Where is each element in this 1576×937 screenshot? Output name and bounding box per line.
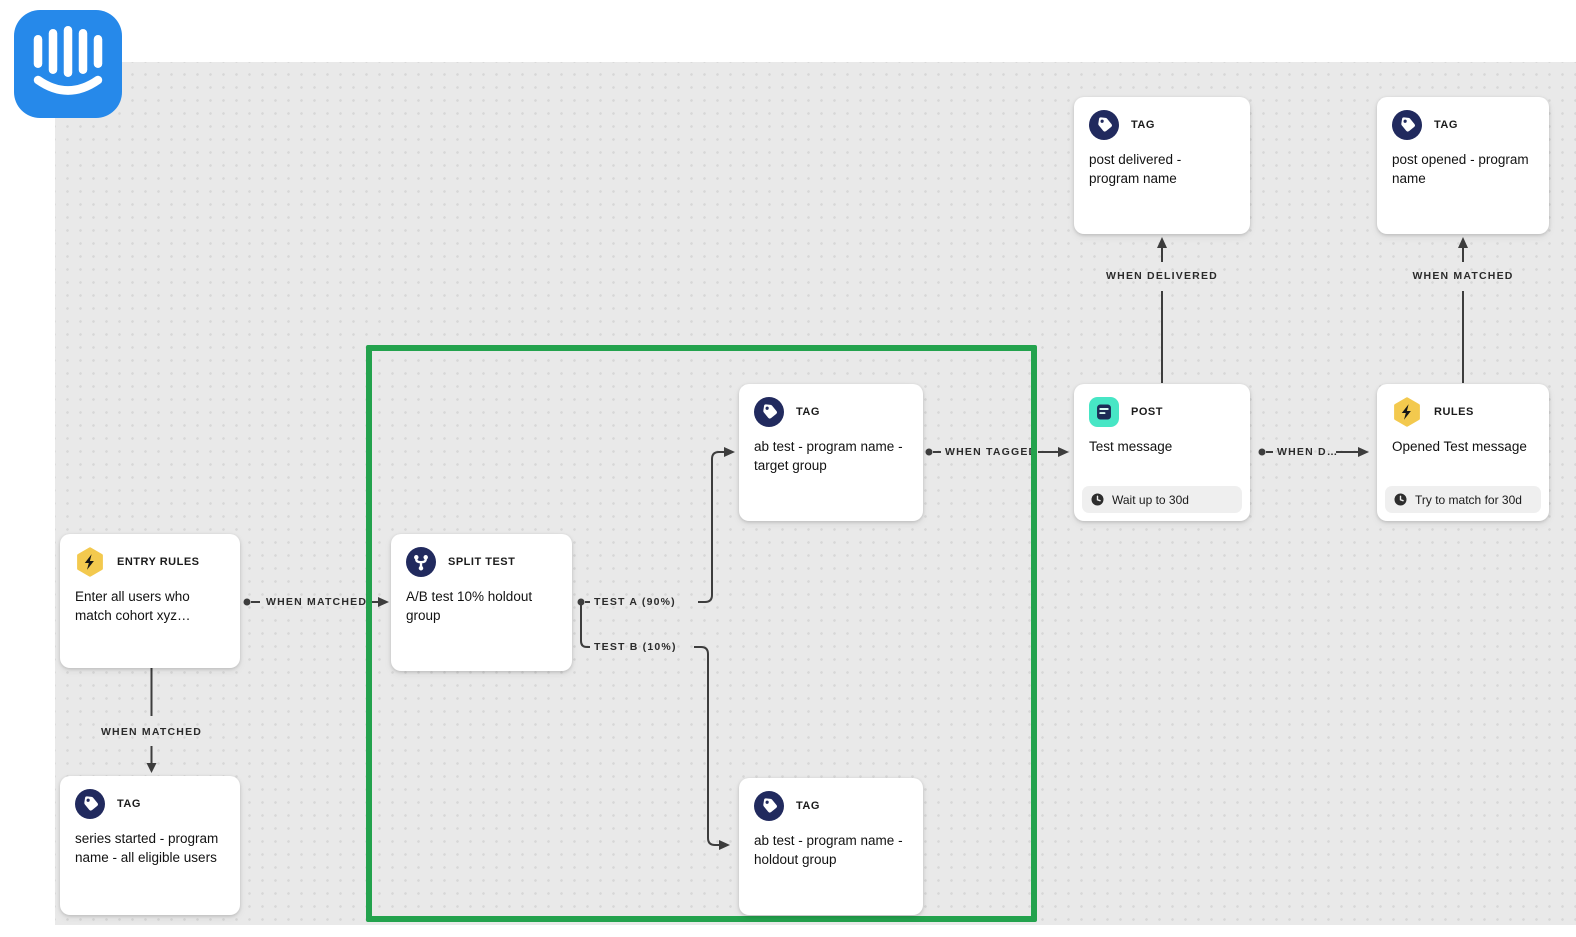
node-footer-text: Try to match for 30d [1415, 492, 1522, 507]
tag-icon [1089, 110, 1119, 140]
edge-label-when-delivered: WHEN DELIVERED [1106, 270, 1218, 282]
edge-label-when-matched-right: WHEN MATCHED [1412, 270, 1514, 282]
node-type-label: TAG [117, 798, 141, 810]
node-tag-post-delivered[interactable]: TAG post delivered - program name [1074, 97, 1250, 234]
node-header: TAG [754, 791, 908, 821]
node-body-text: post opened - program name [1392, 152, 1529, 187]
split-test-icon [406, 547, 436, 577]
node-tag-post-opened[interactable]: TAG post opened - program name [1377, 97, 1549, 234]
node-type-label: TAG [1131, 119, 1155, 131]
node-body-text: post delivered - program name [1089, 152, 1182, 187]
node-header: TAG [1392, 110, 1534, 140]
rules-hexagon-icon [1392, 397, 1422, 427]
intercom-logo[interactable] [14, 10, 122, 118]
node-split-test[interactable]: SPLIT TEST A/B test 10% holdout group [391, 534, 572, 671]
node-footer-match: Try to match for 30d [1385, 486, 1541, 513]
node-body-text: ab test - program name - holdout group [754, 833, 903, 868]
edge-label-when-matched-down: WHEN MATCHED [100, 726, 203, 738]
node-tag-target-group[interactable]: TAG ab test - program name - target grou… [739, 384, 923, 521]
node-header: RULES [1392, 397, 1534, 427]
edge-label-when-matched: WHEN MATCHED [266, 596, 368, 608]
node-rules-opened[interactable]: RULES Opened Test message Try to match f… [1377, 384, 1549, 521]
post-icon [1089, 397, 1119, 427]
node-body-text: series started - program name - all elig… [75, 831, 219, 866]
tag-icon [754, 791, 784, 821]
node-body-text: Test message [1089, 439, 1173, 454]
node-type-label: ENTRY RULES [117, 556, 200, 568]
node-header: TAG [754, 397, 908, 427]
node-header: TAG [75, 789, 225, 819]
tag-icon [1392, 110, 1422, 140]
node-body-text: A/B test 10% holdout group [406, 589, 533, 624]
node-footer-text: Wait up to 30d [1112, 492, 1189, 507]
clock-icon [1091, 493, 1104, 506]
node-type-label: SPLIT TEST [448, 556, 516, 568]
node-type-label: RULES [1434, 406, 1474, 418]
edge-label-when-d: WHEN D… [1277, 446, 1339, 458]
node-footer-wait: Wait up to 30d [1082, 486, 1242, 513]
node-type-label: TAG [1434, 119, 1458, 131]
node-body-text: ab test - program name - target group [754, 439, 903, 474]
node-header: POST [1089, 397, 1235, 427]
node-type-label: TAG [796, 800, 820, 812]
node-body-text: Opened Test message [1392, 439, 1527, 454]
node-body-text: Enter all users who match cohort xyz… [75, 589, 191, 624]
node-type-label: TAG [796, 406, 820, 418]
edge-label-test-a: TEST A (90%) [594, 596, 676, 608]
node-header: SPLIT TEST [406, 547, 557, 577]
rules-hexagon-icon [75, 547, 105, 577]
clock-icon [1394, 493, 1407, 506]
node-tag-series-started[interactable]: TAG series started - program name - all … [60, 776, 240, 915]
node-entry-rules[interactable]: ENTRY RULES Enter all users who match co… [60, 534, 240, 668]
tag-icon [754, 397, 784, 427]
node-type-label: POST [1131, 406, 1163, 418]
node-header: ENTRY RULES [75, 547, 225, 577]
tag-icon [75, 789, 105, 819]
node-header: TAG [1089, 110, 1235, 140]
edge-label-when-tagged: WHEN TAGGED [945, 446, 1038, 458]
node-tag-holdout-group[interactable]: TAG ab test - program name - holdout gro… [739, 778, 923, 915]
node-post-test-message[interactable]: POST Test message Wait up to 30d [1074, 384, 1250, 521]
edge-label-test-b: TEST B (10%) [594, 641, 677, 653]
